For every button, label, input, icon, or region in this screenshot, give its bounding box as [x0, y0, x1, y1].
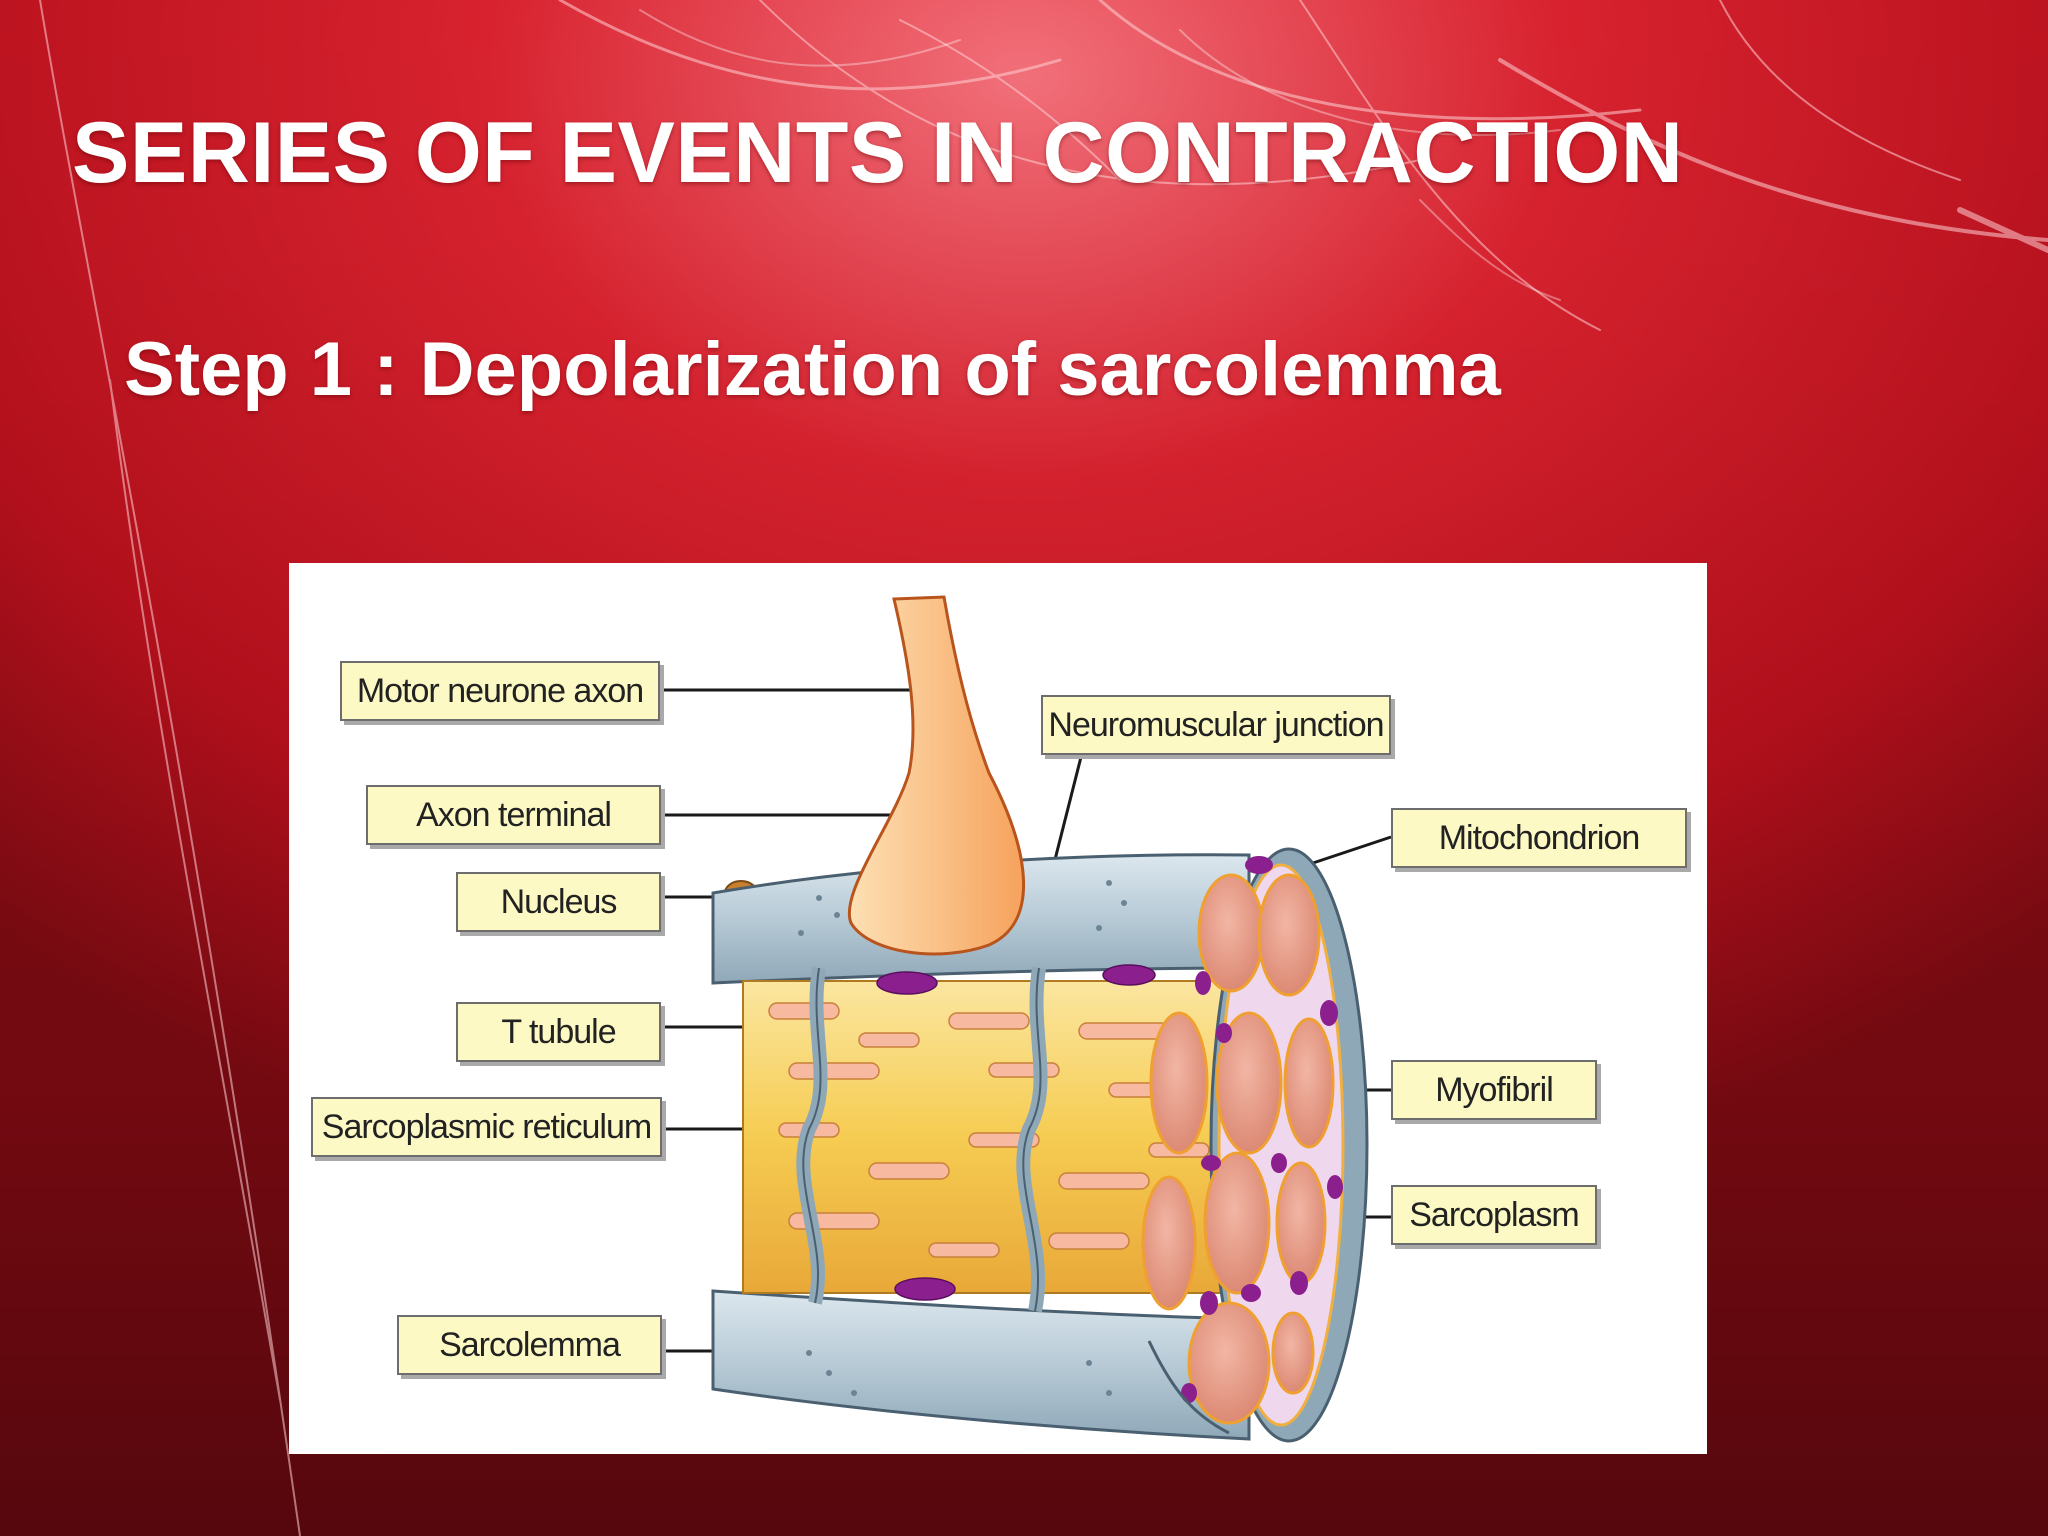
label-motor-neurone-axon: Motor neurone axon [340, 661, 660, 721]
label-sarcoplasmic-reticulum: Sarcoplasmic reticulum [311, 1097, 662, 1157]
label-neuromuscular-junction: Neuromuscular junction [1041, 695, 1391, 755]
label-t-tubule: T tubule [456, 1002, 661, 1062]
label-sarcolemma: Sarcolemma [397, 1315, 662, 1375]
label-axon-terminal: Axon terminal [366, 785, 661, 845]
label-myofibril: Myofibril [1391, 1060, 1597, 1120]
label-sarcoplasm: Sarcoplasm [1391, 1185, 1597, 1245]
slide-subtitle: Step 1 : Depolarization of sarcolemma [124, 327, 1501, 412]
label-nucleus: Nucleus [456, 872, 661, 932]
muscle-fiber-illustration [662, 595, 1392, 1443]
label-mitochondrion: Mitochondrion [1391, 808, 1687, 868]
slide-title: SERIES OF EVENTS IN CONTRACTION [72, 105, 1684, 201]
muscle-fiber-diagram: Motor neurone axon Axon terminal Nucleus… [289, 563, 1707, 1454]
